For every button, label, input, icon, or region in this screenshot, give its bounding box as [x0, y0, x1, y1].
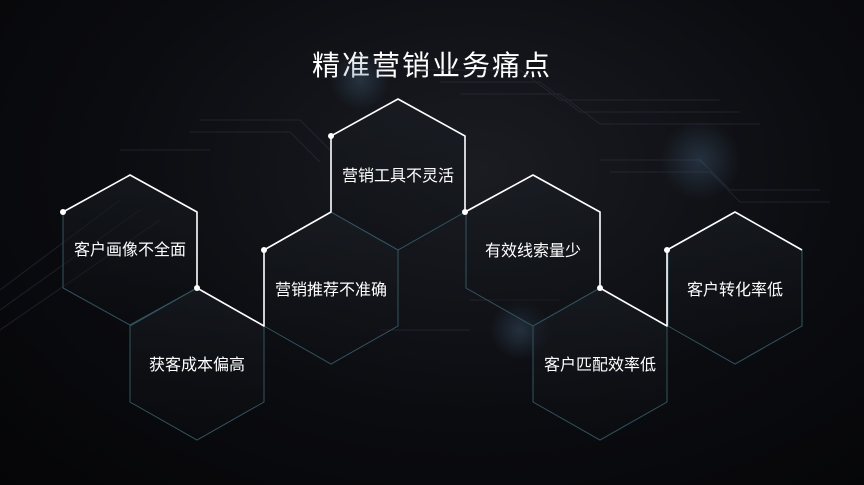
- glow-spots: [330, 50, 740, 360]
- hex-label-leads: 有效线索量少: [485, 241, 581, 260]
- node-dot: [462, 209, 468, 215]
- hex-label-acquisition-cost: 获客成本偏高: [149, 355, 245, 374]
- hex-label-matching-efficiency: 客户匹配效率低: [544, 355, 656, 374]
- hex-label-customer-profile: 客户画像不全面: [74, 240, 186, 259]
- hex-label-conversion-rate: 客户转化率低: [687, 280, 783, 299]
- hex-label-marketing-tools: 营销工具不灵活: [342, 166, 454, 185]
- node-dot: [194, 285, 200, 291]
- hex-label-recommendation: 营销推荐不准确: [275, 280, 387, 299]
- node-dot: [664, 247, 670, 253]
- hex-7: 客户转化率低: [667, 211, 803, 365]
- node-dot: [328, 133, 334, 139]
- hex-2: 获客成本偏高: [129, 287, 265, 441]
- node-dot: [261, 247, 267, 253]
- hex-4: 营销工具不灵活: [330, 98, 466, 251]
- hex-6: 客户匹配效率低: [532, 287, 668, 441]
- node-dot: [60, 209, 66, 215]
- connector-line: [62, 98, 803, 327]
- hex-3: 营销推荐不准确: [263, 211, 399, 365]
- node-dot: [597, 285, 603, 291]
- node-dots: [60, 133, 670, 291]
